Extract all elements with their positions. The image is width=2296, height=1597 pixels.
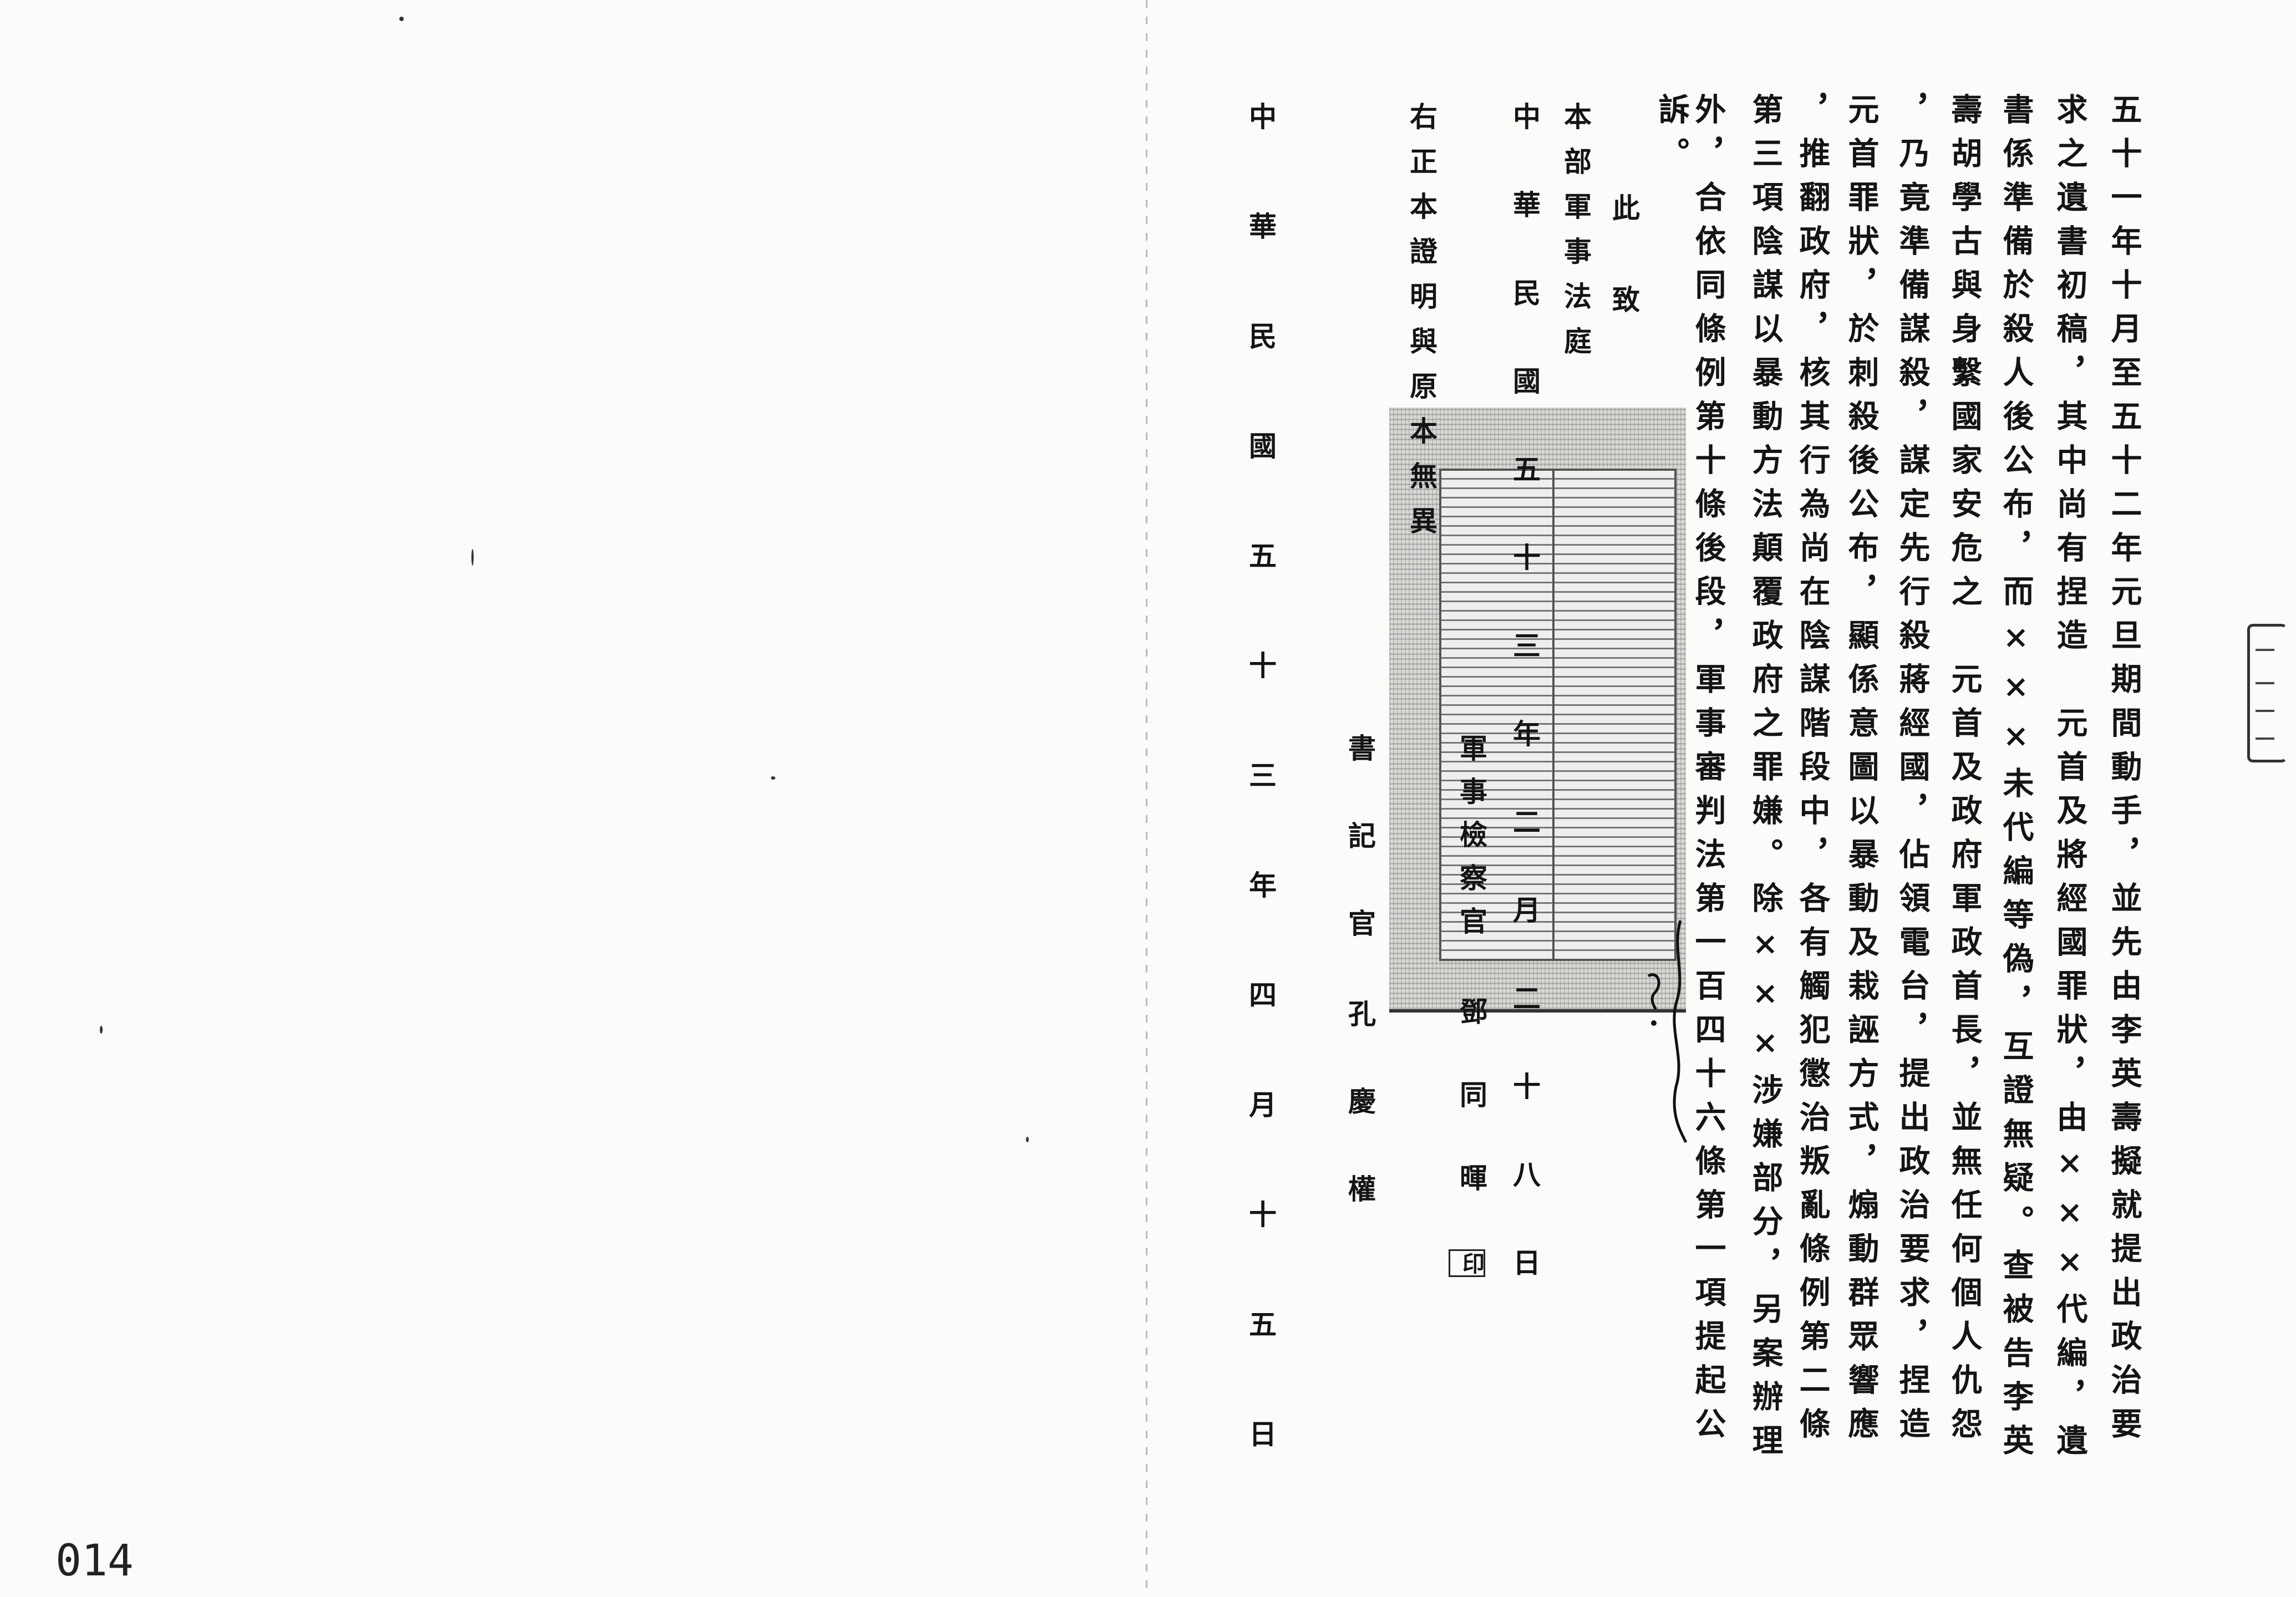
clerk-title: 書記官 [1344,734,1376,996]
page-binding-line [1146,0,1147,1597]
seal-inner-frame [1439,469,1677,961]
official-seal-stamp [1389,408,1686,1013]
clerk-name: 孔慶權 [1344,999,1376,1263]
scan-speck [399,17,404,21]
scan-speck [1026,1137,1029,1142]
certification-statement: 右正本證明與原本無異 [1405,102,1438,551]
archive-side-stamp [2247,624,2287,762]
body-column-4: 壽胡學古與身繫國家安危之 元首及政府軍政首長，並無任何個人仇怨 [1946,93,1983,1451]
prosecutor-name: 鄧同暉 [1455,997,1488,1247]
body-column-5: ，乃竟準備謀殺，謀定先行殺蔣經國，佔領電台，提出政治要求，捏造 [1894,93,1931,1451]
prosecutor-title: 軍事檢察官 [1455,734,1488,950]
indictment-date: 中華民國五十三年二月二十八日 [1508,102,1541,1336]
prosecutor-signature: 軍事檢察官 鄧同暉 印 [1449,734,1488,1278]
body-column-7: ，推翻政府，核其行為尚在陰謀階段中，各有觸犯懲治叛亂條例第二條 [1794,93,1831,1451]
prosecutor-seal: 印 [1449,1249,1485,1278]
scan-speck [100,1026,103,1034]
clerk-signature: 書記官 孔慶權 [1344,734,1376,1263]
body-column-9: 外，合依同條例第十條後段，軍事審判法第一百四十六條第一項提起公 [1690,93,1726,1451]
handwritten-bracket-annotation [1647,920,1688,1143]
page-number: 014 [55,1536,134,1586]
salutation: 此致 [1608,194,1640,377]
recipient: 本部軍事法庭 [1560,102,1592,372]
body-column-3: 書係準備於殺人後公布，而×××未代編等偽，互證無疑。查被告李英 [1998,93,2034,1468]
scan-speck [771,776,775,780]
body-column-1: 五十一年十月至五十二年元旦期間動手，並先由李英壽擬就提出政治要 [2106,93,2142,1451]
scan-speck [471,549,474,566]
certification-date: 中華民國五十三年四月十五日 [1244,102,1277,1529]
body-column-8: 第三項陰謀以暴動方法顛覆政府之罪嫌。除×××涉嫌部分，另案辦理 [1747,93,1784,1468]
body-column-2: 求之遺書初稿，其中尚有捏造 元首及將經國罪狀，由×××代編，遺 [2051,93,2088,1468]
body-column-10: 訴。 [1653,93,1690,181]
body-column-6: 元首罪狀，於刺殺後公布，顯係意圖以暴動及栽誣方式，煽動群眾響應 [1843,93,1880,1451]
